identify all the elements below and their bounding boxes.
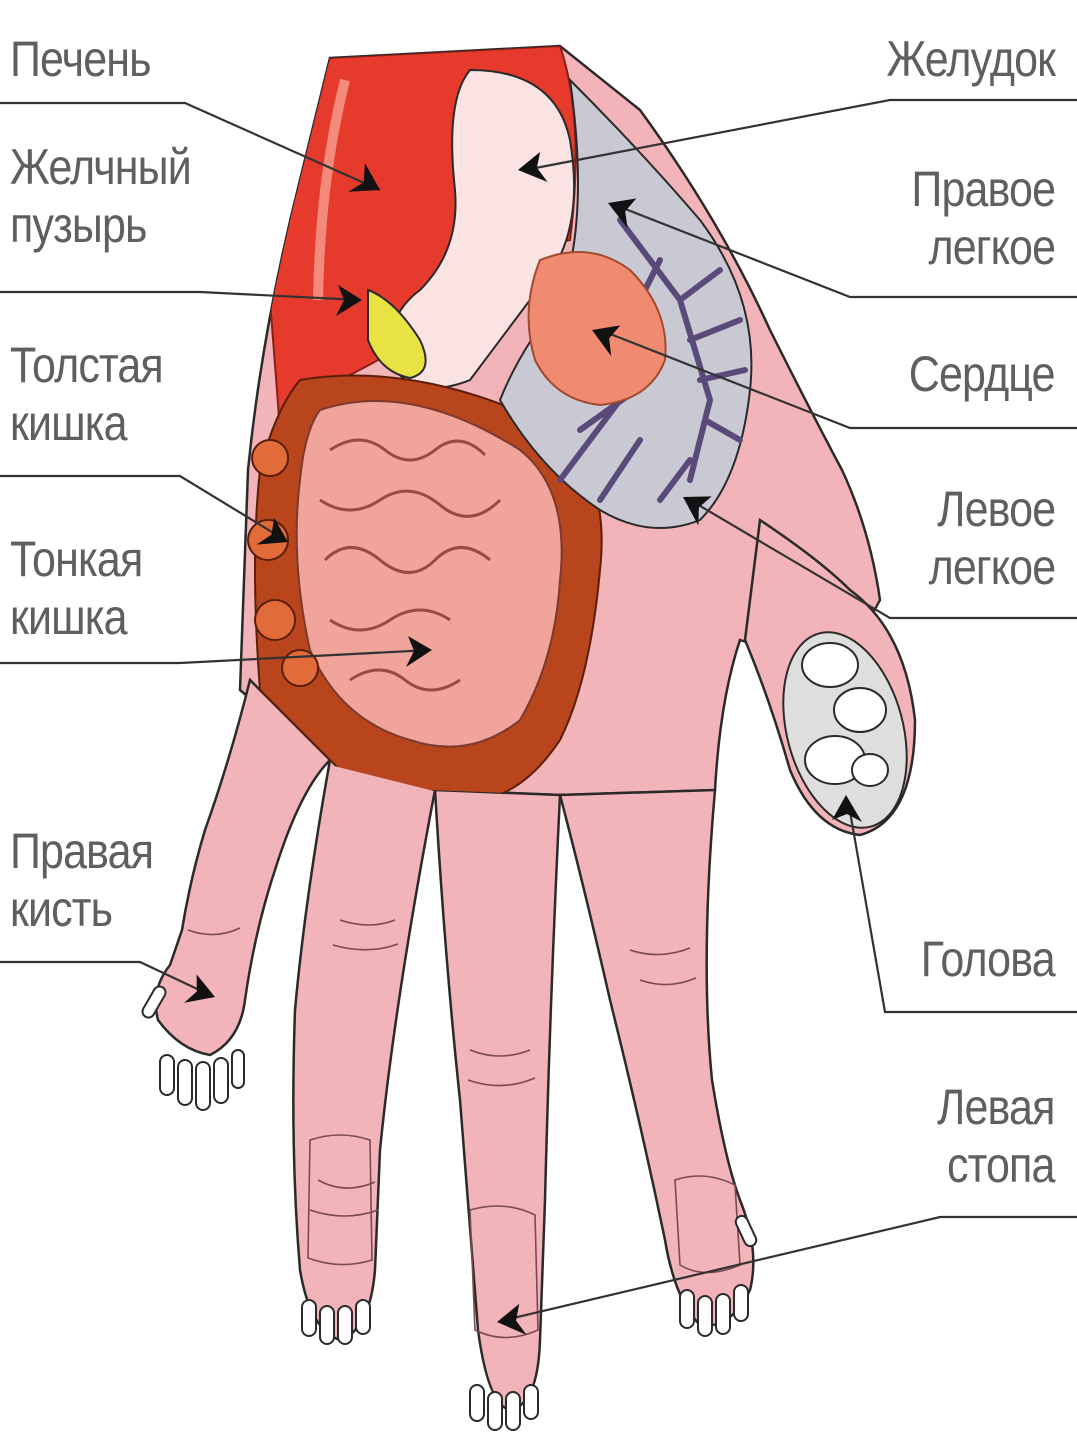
label-liver: Печень [10,30,151,88]
label-right-lung: Правое легкое [911,160,1055,276]
label-right-hand: Правая кисть [10,822,153,938]
label-heart: Сердце [909,345,1055,403]
middle-finger [293,760,435,1340]
label-gallbladder: Желчный пузырь [10,138,191,254]
label-small-intestine: Тонкая кишка [10,530,142,646]
ring-finger [435,790,560,1410]
label-stomach: Желудок [886,30,1055,88]
label-head: Голова [921,930,1055,988]
label-large-intestine: Толстая кишка [10,336,163,452]
leader-left-foot [505,1217,1077,1320]
label-left-foot: Левая стопа [938,1078,1055,1194]
little-finger [560,790,753,1326]
label-left-lung: Левое легкое [928,480,1055,596]
